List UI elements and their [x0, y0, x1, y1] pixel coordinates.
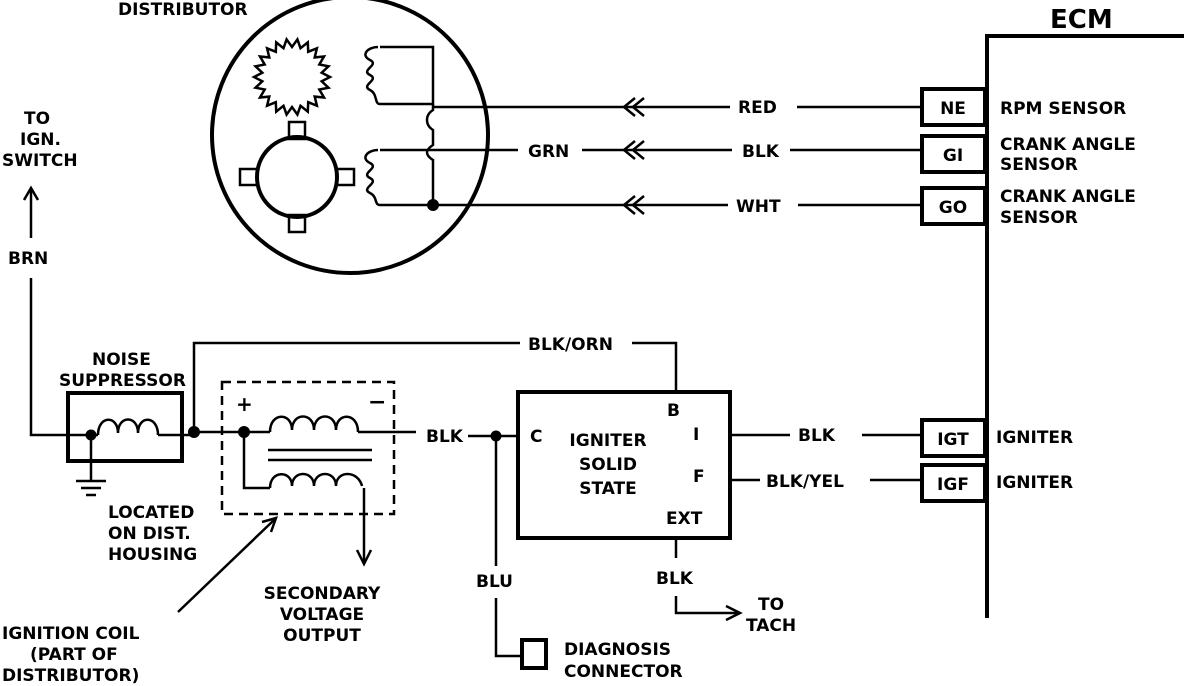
- primary-winding: [268, 415, 360, 433]
- go-label: GO: [939, 198, 967, 218]
- wire-ne-red: [433, 97, 922, 117]
- igf-label: IGF: [937, 475, 969, 495]
- brn-wire-label: BRN: [8, 249, 48, 269]
- distributor-housing: [210, 0, 490, 275]
- crank-angle-2-label-b: SENSOR: [1000, 208, 1078, 228]
- ne-terminal: [920, 87, 987, 127]
- diagnosis-connector: [520, 638, 548, 670]
- ignition-coil-box: [220, 380, 396, 516]
- crank-angle-2-label-a: CRANK ANGLE: [1000, 187, 1136, 207]
- wire-blk-orn-right: [632, 341, 678, 392]
- coil-minus: −: [368, 390, 386, 415]
- noise-suppressor-box: [66, 391, 184, 463]
- igniter-label-2: SOLID: [579, 455, 637, 475]
- ecm-label: ECM: [1050, 5, 1113, 35]
- to-tach-label-1: TO: [758, 595, 784, 615]
- distributor-label: DISTRIBUTOR: [118, 0, 248, 20]
- igniter-i: I: [693, 425, 699, 445]
- igniter-ext: EXT: [666, 509, 703, 529]
- blk-gi-wire-label: BLK: [742, 142, 780, 162]
- igniter-igf-label: IGNITER: [996, 473, 1073, 493]
- wire-go-wht: [433, 195, 922, 215]
- coil-callout-label-1: IGNITION COIL: [2, 624, 140, 644]
- diagnosis-label-1: DIAGNOSIS: [564, 640, 671, 660]
- grn-wire-label: GRN: [528, 142, 569, 162]
- wht-wire-label: WHT: [736, 197, 781, 217]
- igniter-igt-label: IGNITER: [996, 428, 1073, 448]
- crank-angle-1-label-a: CRANK ANGLE: [1000, 135, 1136, 155]
- igniter-f: F: [693, 467, 705, 487]
- igt-label: IGT: [937, 430, 969, 450]
- igniter-box: [516, 390, 732, 540]
- blk-coil-wire-label: BLK: [426, 427, 464, 447]
- arrow-to-tach: [674, 596, 743, 622]
- gi-terminal: [920, 134, 987, 174]
- coil-callout-label-2: (PART OF: [30, 645, 118, 665]
- secondary-winding: [268, 472, 364, 489]
- to-ign-label-1: TO: [24, 109, 50, 129]
- secondary-label-3: OUTPUT: [283, 626, 361, 646]
- blk-yel-wire-label: BLK/YEL: [766, 472, 844, 492]
- wire-blu-lower: [494, 598, 522, 658]
- reluctor-gear: [251, 36, 333, 118]
- blu-wire-label: BLU: [476, 572, 513, 592]
- coil-callout-label-3: DISTRIBUTOR): [2, 666, 139, 686]
- crank-reluctor: [238, 120, 356, 234]
- wire-gi-blk: [433, 140, 922, 160]
- secondary-output-arrow: [355, 488, 373, 567]
- noise-suppressor-label-2: SUPPRESSOR: [59, 371, 186, 391]
- located-label-3: HOUSING: [108, 545, 197, 565]
- secondary-label-2: VOLTAGE: [280, 605, 364, 625]
- wire-blk-orn-left: [192, 341, 520, 432]
- arrow-to-ign: [22, 185, 40, 238]
- pickup-coil-g: [364, 148, 433, 207]
- blk-ext-wire-label: BLK: [656, 569, 694, 589]
- blk-orn-wire-label: BLK/ORN: [528, 335, 613, 355]
- gi-label: GI: [943, 146, 963, 166]
- coil-plus: +: [236, 392, 253, 416]
- wire-brn: [29, 278, 68, 437]
- distributor-common-wire: [425, 104, 435, 205]
- red-wire-label: RED: [738, 98, 777, 118]
- to-tach-label-2: TACH: [746, 616, 796, 636]
- coil-callout-arrow: [177, 516, 278, 613]
- to-ign-label-3: SWITCH: [2, 151, 78, 171]
- rpm-sensor-label: RPM SENSOR: [1000, 99, 1126, 119]
- igniter-label-3: STATE: [579, 479, 637, 499]
- igf-terminal: [920, 463, 987, 503]
- ecm-border: [985, 34, 1184, 618]
- pickup-coil-ne: [364, 45, 435, 106]
- igniter-b: B: [667, 401, 680, 421]
- diagnosis-label-2: CONNECTOR: [564, 662, 683, 682]
- located-label-1: LOCATED: [108, 503, 194, 523]
- ne-label: NE: [940, 99, 966, 119]
- to-ign-label-2: IGN.: [20, 130, 61, 150]
- secondary-label-1: SECONDARY: [264, 584, 381, 604]
- noise-suppressor-label-1: NOISE: [92, 350, 151, 370]
- igniter-c: C: [530, 427, 542, 447]
- ground-symbol: [76, 435, 106, 497]
- suppressor-coil: [96, 418, 160, 436]
- blk-igt-wire-label: BLK: [798, 426, 836, 446]
- located-label-2: ON DIST.: [108, 524, 191, 544]
- igniter-label-1: IGNITER: [569, 431, 646, 451]
- igt-terminal: [920, 418, 987, 458]
- crank-angle-1-label-b: SENSOR: [1000, 155, 1078, 175]
